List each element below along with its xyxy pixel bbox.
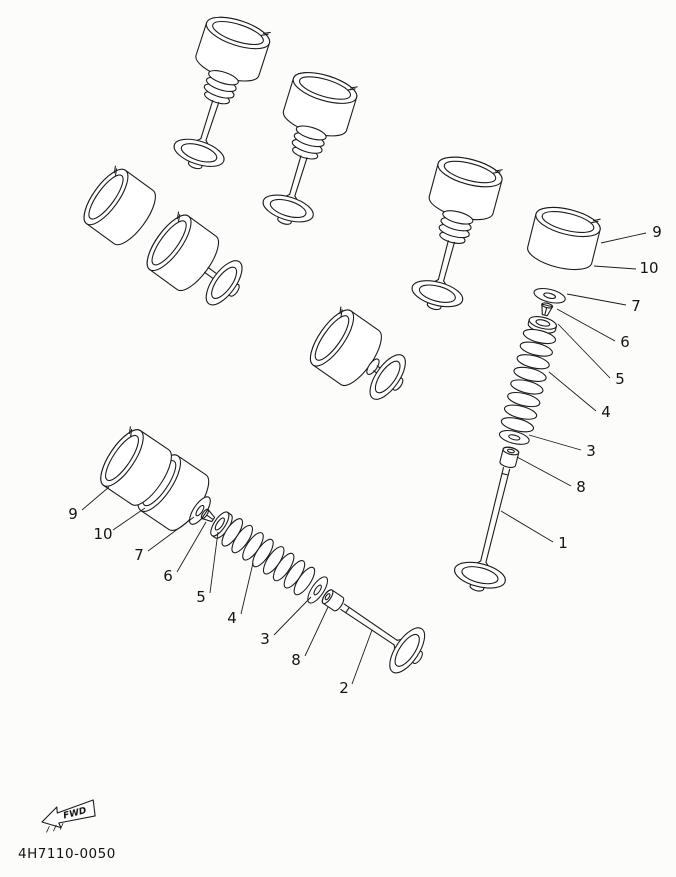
svg-text:10: 10 <box>639 259 658 277</box>
svg-text:6: 6 <box>620 333 630 351</box>
callout-left-2: 2 <box>339 629 373 697</box>
callout-right-7: 7 <box>566 293 641 315</box>
tappet-valve-assembly-right-middle <box>401 150 506 317</box>
callout-right-8: 8 <box>516 456 586 496</box>
valve-spring <box>221 518 316 596</box>
valve-spring <box>500 328 557 433</box>
callout-left-4: 4 <box>227 562 254 627</box>
svg-text:9: 9 <box>68 505 78 523</box>
callout-right-4: 4 <box>548 371 611 421</box>
svg-text:3: 3 <box>586 442 596 460</box>
callout-right-9: 9 <box>600 223 662 244</box>
callout-right-6: 6 <box>556 308 630 351</box>
valve-seal <box>498 445 521 470</box>
callout-left-5: 5 <box>196 531 219 606</box>
callout-left-8: 8 <box>291 606 329 669</box>
callout-left-7: 7 <box>134 516 195 564</box>
svg-text:5: 5 <box>615 370 625 388</box>
svg-text:8: 8 <box>291 651 301 669</box>
collar-ring <box>366 358 380 375</box>
tappet-valve-assembly-top-middle <box>252 65 361 233</box>
valve <box>169 93 240 176</box>
tappet-valve-assembly-top-left <box>163 10 274 178</box>
callout-right-1: 1 <box>500 510 568 552</box>
svg-text:7: 7 <box>134 546 144 564</box>
callout-left-10: 10 <box>93 507 146 543</box>
fwd-arrow-hatching <box>46 823 64 833</box>
svg-text:7: 7 <box>631 297 641 315</box>
callout-left-3: 3 <box>260 596 312 648</box>
fwd-arrow-outline <box>41 799 96 829</box>
exploded-valve-assembly-right <box>444 201 604 599</box>
valve-stem <box>204 266 219 280</box>
callout-left-6: 6 <box>163 521 207 585</box>
svg-text:4: 4 <box>601 403 611 421</box>
svg-text:3: 3 <box>260 630 270 648</box>
fwd-arrow <box>41 799 96 833</box>
svg-text:4: 4 <box>227 609 237 627</box>
valve <box>408 235 476 316</box>
svg-text:1: 1 <box>558 534 568 552</box>
valve-pad <box>532 285 568 307</box>
tappet-bucket <box>75 162 164 252</box>
valve-cotters <box>538 301 554 318</box>
svg-text:8: 8 <box>576 478 586 496</box>
callout-right-5: 5 <box>557 323 625 388</box>
svg-text:10: 10 <box>93 525 112 543</box>
callout-right-3: 3 <box>528 434 596 460</box>
valve <box>451 462 532 597</box>
tappet-bucket <box>524 201 604 276</box>
tappet-valve-assembly-middle <box>302 303 417 408</box>
svg-text:9: 9 <box>652 223 662 241</box>
svg-text:6: 6 <box>163 567 173 585</box>
callout-right-10: 10 <box>593 259 659 277</box>
exploded-valve-assembly-left <box>92 423 436 682</box>
svg-text:5: 5 <box>196 588 206 606</box>
callout-left-9: 9 <box>68 486 110 523</box>
svg-text:2: 2 <box>339 679 349 697</box>
tappet-pair-assembly-left <box>75 162 253 314</box>
valve <box>340 603 436 682</box>
valve <box>259 149 329 231</box>
diagram-code: 4H7110-0050 <box>18 846 116 862</box>
